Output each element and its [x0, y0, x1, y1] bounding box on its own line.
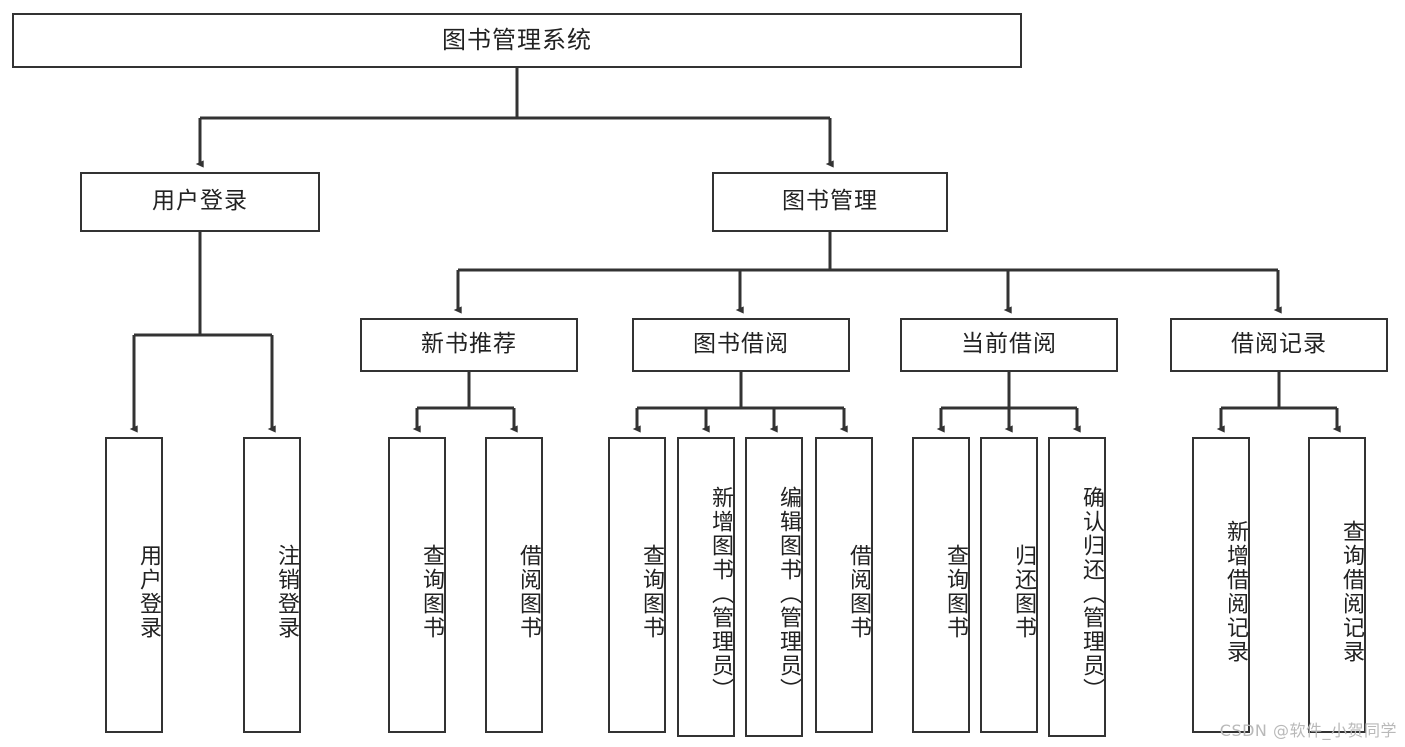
- node-label: 查询图书: [943, 544, 968, 640]
- leaf-book-borrow-query[interactable]: 查询图书: [608, 437, 666, 733]
- leaf-current-borrow-query[interactable]: 查询图书: [912, 437, 970, 733]
- node-label: 确认归还（管理员）: [1079, 486, 1104, 702]
- leaf-new-book-borrow[interactable]: 借阅图书: [485, 437, 543, 733]
- node-borrow-record[interactable]: 借阅记录: [1170, 318, 1388, 372]
- node-current-borrow[interactable]: 当前借阅: [900, 318, 1118, 372]
- leaf-borrow-record-query[interactable]: 查询借阅记录: [1308, 437, 1366, 733]
- leaf-book-borrow-lend[interactable]: 借阅图书: [815, 437, 873, 733]
- leaf-new-book-query[interactable]: 查询图书: [388, 437, 446, 733]
- node-label: 新书推荐: [421, 331, 517, 358]
- node-label: 查询图书: [419, 544, 444, 640]
- leaf-current-borrow-confirm-return[interactable]: 确认归还（管理员）: [1048, 437, 1106, 737]
- node-label: 图书管理: [782, 188, 878, 215]
- node-label: 借阅图书: [846, 544, 871, 640]
- leaf-current-borrow-return[interactable]: 归还图书: [980, 437, 1038, 733]
- node-label: 注销登录: [274, 544, 299, 640]
- node-book-management[interactable]: 图书管理: [712, 172, 948, 232]
- node-new-book-recommend[interactable]: 新书推荐: [360, 318, 578, 372]
- node-label: 编辑图书（管理员）: [776, 486, 801, 702]
- node-label: 归还图书: [1011, 544, 1036, 640]
- node-label: 借阅图书: [516, 544, 541, 640]
- node-book-borrow[interactable]: 图书借阅: [632, 318, 850, 372]
- node-label: 图书管理系统: [442, 26, 592, 55]
- leaf-book-borrow-add[interactable]: 新增图书（管理员）: [677, 437, 735, 737]
- node-label: 用户登录: [152, 188, 248, 215]
- node-label: 当前借阅: [961, 331, 1057, 358]
- node-label: 用户登录: [136, 544, 161, 640]
- node-label: 借阅记录: [1231, 331, 1327, 358]
- leaf-user-login-signin[interactable]: 用户登录: [105, 437, 163, 733]
- node-label: 查询借阅记录: [1339, 520, 1364, 664]
- node-label: 图书借阅: [693, 331, 789, 358]
- leaf-book-borrow-edit[interactable]: 编辑图书（管理员）: [745, 437, 803, 737]
- node-user-login[interactable]: 用户登录: [80, 172, 320, 232]
- leaf-user-login-signout[interactable]: 注销登录: [243, 437, 301, 733]
- node-label: 新增借阅记录: [1223, 520, 1248, 664]
- node-label: 查询图书: [639, 544, 664, 640]
- node-label: 新增图书（管理员）: [708, 486, 733, 702]
- node-root-system[interactable]: 图书管理系统: [12, 13, 1022, 68]
- watermark: CSDN @软件_小贺同学: [1219, 721, 1397, 740]
- leaf-borrow-record-add[interactable]: 新增借阅记录: [1192, 437, 1250, 733]
